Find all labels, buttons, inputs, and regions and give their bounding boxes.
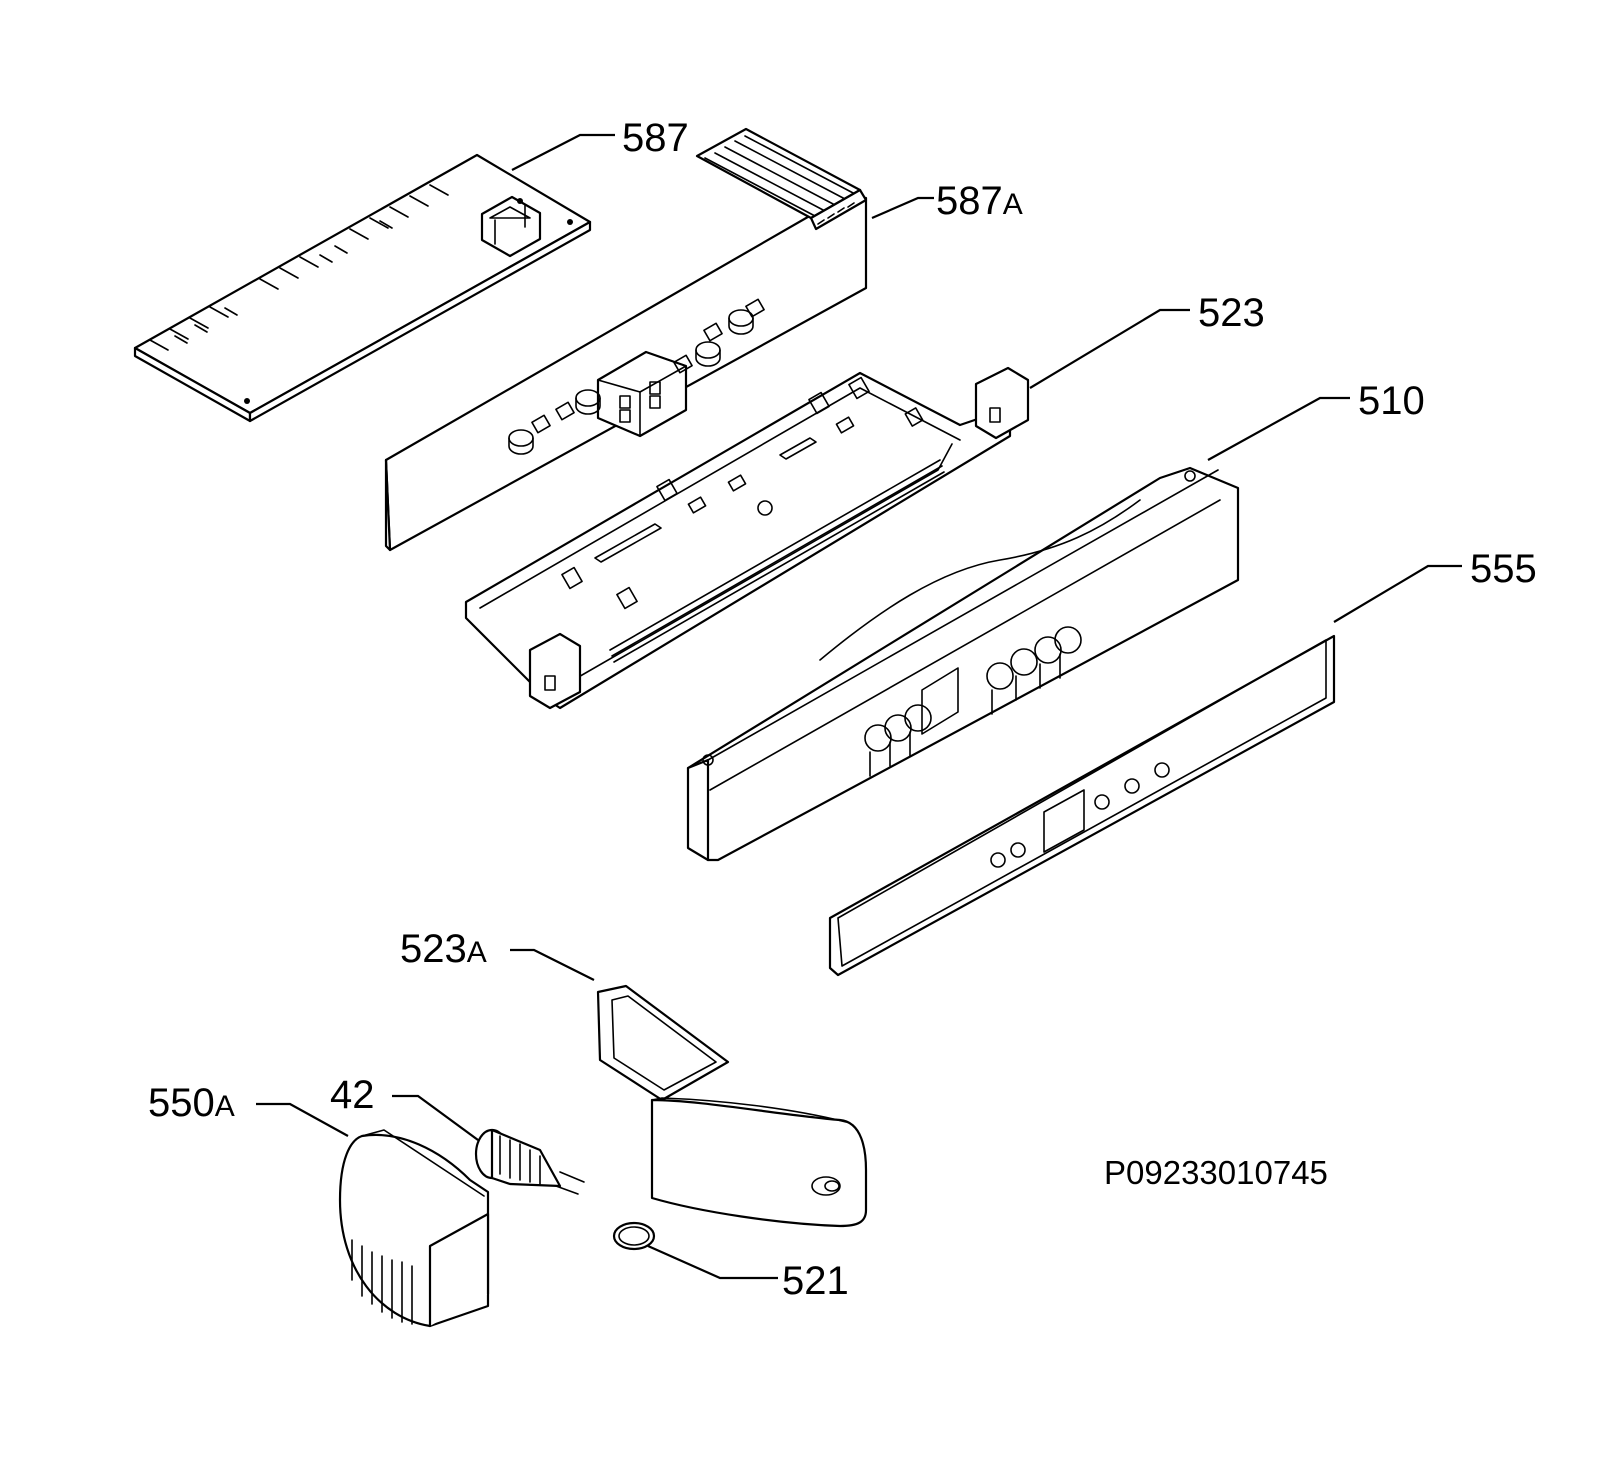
part-523-frame	[464, 366, 1030, 710]
leader-42	[392, 1094, 479, 1141]
callout-587: 587	[622, 116, 689, 160]
part-555-decor-strip	[828, 634, 1336, 977]
leader-587A	[871, 196, 934, 220]
leader-523	[1029, 308, 1190, 389]
leader-lines	[256, 133, 1462, 1280]
part-510-control-panel	[686, 466, 1240, 862]
callout-510: 510	[1358, 379, 1425, 423]
callout-42: 42	[330, 1073, 375, 1117]
callout-523A: 523A	[400, 927, 487, 971]
callout-587A: 587A	[936, 179, 1023, 223]
leader-587	[511, 133, 615, 171]
part-523A-end-cap	[596, 984, 868, 1228]
figure-code: P09233010745	[1104, 1154, 1328, 1191]
callout-555: 555	[1470, 547, 1537, 591]
leader-521	[647, 1244, 778, 1280]
leader-523A	[510, 948, 595, 981]
leader-555	[1333, 564, 1462, 623]
callout-523: 523	[1198, 291, 1265, 335]
part-521-o-ring	[612, 1221, 656, 1251]
part-587A-control-board	[384, 127, 868, 552]
leader-550A	[256, 1102, 349, 1137]
leader-510	[1207, 396, 1350, 461]
part-550A-handle-cover	[338, 1129, 490, 1328]
part-587-circuit-board	[133, 153, 592, 423]
callout-550A: 550A	[148, 1081, 235, 1125]
part-42-switch	[474, 1128, 585, 1195]
callout-521: 521	[782, 1259, 849, 1303]
